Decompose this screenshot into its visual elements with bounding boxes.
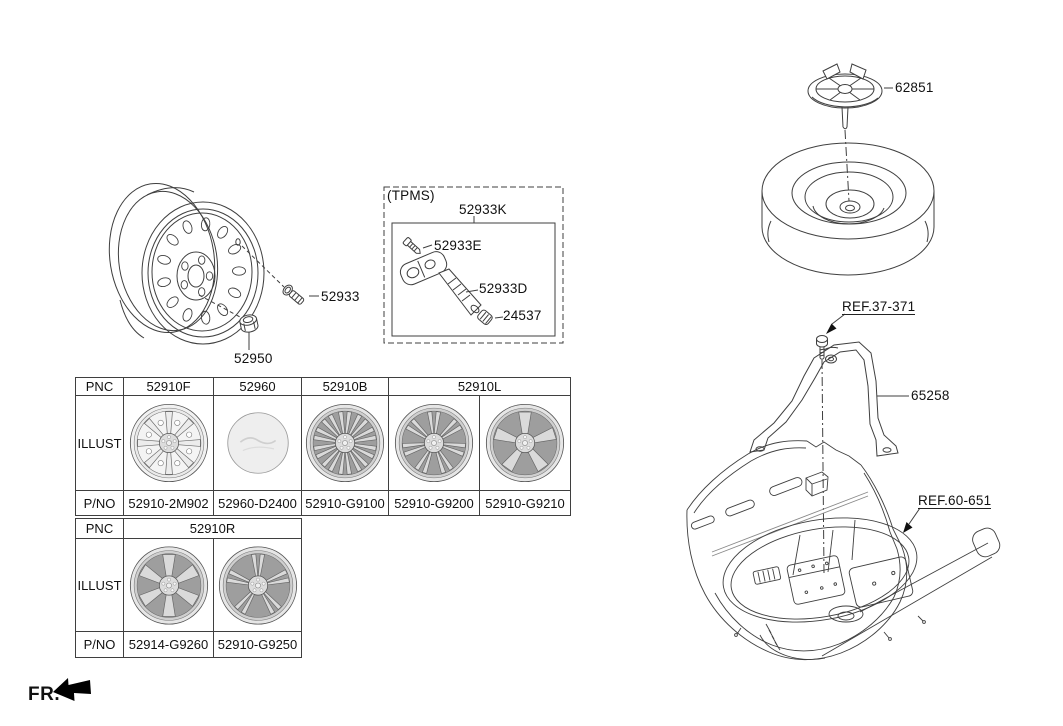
part-number-cell[interactable]: 52960-D2400 xyxy=(213,490,302,516)
part-number-cell[interactable]: 52910-G9200 xyxy=(388,490,480,516)
alloy-wheel-icon xyxy=(485,403,565,483)
callout-tpms-cap[interactable]: 24537 xyxy=(503,308,542,323)
tpms-box-drawing xyxy=(383,186,564,344)
part-number-cell[interactable]: 52910-G9210 xyxy=(478,490,572,516)
wheel-parts-table-lower: PNC 52910R ILLUST P/NO 52914-G9260 52910… xyxy=(75,518,303,658)
alloy-wheel-icon xyxy=(305,403,385,483)
ref-link-60-651[interactable]: REF.60-651 xyxy=(918,493,992,509)
illust-alloy-wheel xyxy=(388,395,480,491)
alloy-wheel-icon xyxy=(394,403,474,483)
callout-tpms-screw[interactable]: 52933E xyxy=(434,238,482,253)
callout-spare-clamp[interactable]: 62851 xyxy=(895,80,934,95)
pnc-cell[interactable]: 52910B xyxy=(301,377,389,396)
illust-alloy-wheel xyxy=(123,538,214,632)
illust-alloy-wheel xyxy=(301,395,389,491)
wheel-nut-52950-drawing xyxy=(198,294,259,350)
pno-row-header: P/NO xyxy=(75,490,124,516)
callout-tpms-kit[interactable]: 52933K xyxy=(459,202,507,217)
part-number-cell[interactable]: 52914-G9260 xyxy=(123,631,214,658)
illust-row-header: ILLUST xyxy=(75,538,124,632)
pnc-cell[interactable]: 52910R xyxy=(122,518,303,539)
pno-row-header: P/NO xyxy=(75,631,124,658)
alloy-wheel-icon xyxy=(218,545,297,625)
part-number-cell[interactable]: 52910-2M902 xyxy=(123,490,214,516)
part-number-cell[interactable]: 52910-G9100 xyxy=(301,490,389,516)
ref-link-37-371[interactable]: REF.37-371 xyxy=(842,299,916,315)
spare-clamp-drawing xyxy=(807,63,893,202)
wheel-cap-icon xyxy=(226,412,289,474)
callout-valve[interactable]: 52933 xyxy=(321,289,360,304)
valve-52933-drawing xyxy=(241,245,319,305)
callout-tpms-valve[interactable]: 52933D xyxy=(479,281,528,296)
floor-panel-drawing xyxy=(686,440,1001,661)
pnc-row-header: PNC xyxy=(75,377,124,396)
illust-row-header: ILLUST xyxy=(75,395,124,491)
illust-alloy-wheel xyxy=(212,538,303,632)
spare-steel-wheel-drawing xyxy=(108,182,265,345)
illust-center-cap xyxy=(213,395,302,491)
pnc-cell[interactable]: 52910L xyxy=(387,377,572,396)
ref-bolt-drawing xyxy=(816,313,846,574)
illust-steel-wheel xyxy=(123,395,214,491)
fr-direction-arrow xyxy=(53,678,91,701)
pnc-cell[interactable]: 52910F xyxy=(123,377,214,396)
tpms-box-title: (TPMS) xyxy=(387,188,435,203)
illust-alloy-wheel xyxy=(478,395,572,491)
pnc-cell[interactable]: 52960 xyxy=(213,377,302,396)
callout-spare-bracket[interactable]: 65258 xyxy=(911,388,950,403)
fr-label: FR. xyxy=(28,684,61,705)
wheel-parts-table-upper: PNC 52910F 52960 52910B 52910L ILLUST P/… xyxy=(75,377,572,516)
callout-wheel-nut[interactable]: 52950 xyxy=(234,351,273,366)
steel-wheel-icon xyxy=(129,403,208,483)
spare-bracket-drawing xyxy=(749,341,909,457)
part-number-cell[interactable]: 52910-G9250 xyxy=(212,631,303,658)
alloy-wheel-icon xyxy=(129,545,208,625)
pnc-row-header: PNC xyxy=(75,518,124,539)
spare-tire-drawing xyxy=(761,142,935,276)
